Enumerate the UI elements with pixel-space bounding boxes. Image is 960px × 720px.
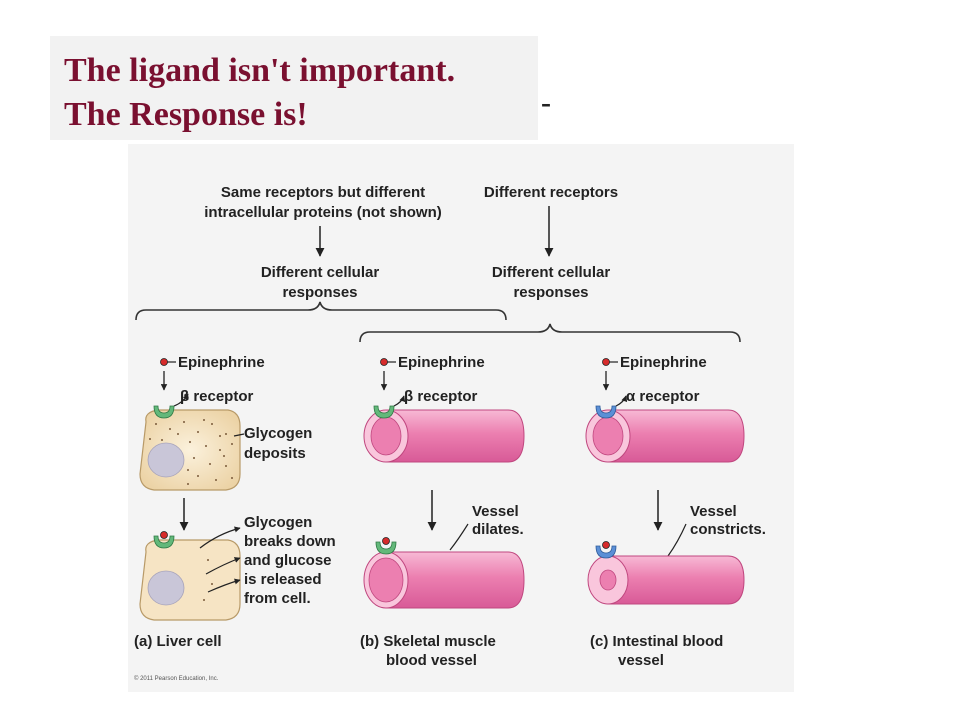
epinephrine-ligand-icon <box>380 358 388 366</box>
glycogen-pointer <box>233 433 245 437</box>
note-dilates-line-1: Vessel <box>472 503 519 520</box>
header-right: Different receptors <box>484 184 618 201</box>
response-left-line-1: Different cellular <box>261 264 380 281</box>
response-right-line-1: Different cellular <box>492 264 611 281</box>
receptor-label: α receptor <box>626 388 700 405</box>
ligand-label: Epinephrine <box>620 354 707 371</box>
alpha-receptor-bound-icon <box>595 545 617 559</box>
response-left-line-2: responses <box>282 284 357 301</box>
panel-skeletal-vessel: Epinephrine β receptor Vessel dilates. (… <box>360 354 525 669</box>
brace-left <box>135 301 507 321</box>
title-box <box>50 36 538 140</box>
vessel-dilated-body <box>385 551 525 609</box>
beta-receptor-bound-icon <box>153 535 175 549</box>
ligand-label: Epinephrine <box>178 354 265 371</box>
caption-c-line-1: (c) Intestinal blood <box>590 633 723 650</box>
glycogen-deposits <box>149 419 233 485</box>
note-dilates-line-2: dilates. <box>472 521 524 538</box>
note-release-line-3: and glucose <box>244 552 332 569</box>
panel-liver-cell: Epinephrine β receptor Glycogen deposits <box>134 354 336 650</box>
caption-a: (a) Liver cell <box>134 633 222 650</box>
receptor-label: β receptor <box>180 388 254 405</box>
note-release-line-1: Glycogen <box>244 514 312 531</box>
response-right-line-2: responses <box>513 284 588 301</box>
ligand-label: Epinephrine <box>398 354 485 371</box>
caption-c-line-2: vessel <box>618 652 664 669</box>
vessel-body <box>385 409 525 463</box>
copyright-note: © 2011 Pearson Education, Inc. <box>134 675 219 682</box>
note-constricts-line-1: Vessel <box>690 503 737 520</box>
header-left-line-2: intracellular proteins (not shown) <box>204 204 442 221</box>
note-release-line-2: breaks down <box>244 533 336 550</box>
stray-dash: - <box>541 86 551 119</box>
vessel-body <box>607 409 745 463</box>
beta-receptor-icon <box>153 405 175 419</box>
note-release-line-4: is released <box>244 571 322 588</box>
caption-b-line-1: (b) Skeletal muscle <box>360 633 496 650</box>
epinephrine-ligand-icon <box>602 358 610 366</box>
note-constricts-line-2: constricts. <box>690 521 766 538</box>
slide-title-line-1: The ligand isn't important. <box>64 52 456 89</box>
caption-b-line-2: blood vessel <box>386 652 477 669</box>
alpha-receptor-icon <box>595 405 617 419</box>
beta-receptor-bound-icon <box>375 541 397 555</box>
epinephrine-response-figure: Same receptors but different intracellul… <box>128 144 794 692</box>
beta-receptor-icon <box>373 405 395 419</box>
liver-nucleus <box>147 442 185 478</box>
brace-right <box>359 323 741 343</box>
note-release-line-5: from cell. <box>244 590 311 607</box>
epinephrine-ligand-icon <box>160 358 168 366</box>
note-glycogen-line-1: Glycogen <box>244 425 312 442</box>
receptor-label: β receptor <box>404 388 478 405</box>
slide-title-line-2: The Response is! <box>64 96 308 133</box>
panel-intestinal-vessel: Epinephrine α receptor Vessel constricts… <box>585 354 766 669</box>
header-left-line-1: Same receptors but different <box>221 184 425 201</box>
note-glycogen-line-2: deposits <box>244 445 306 462</box>
vessel-constricted-body <box>607 555 745 605</box>
